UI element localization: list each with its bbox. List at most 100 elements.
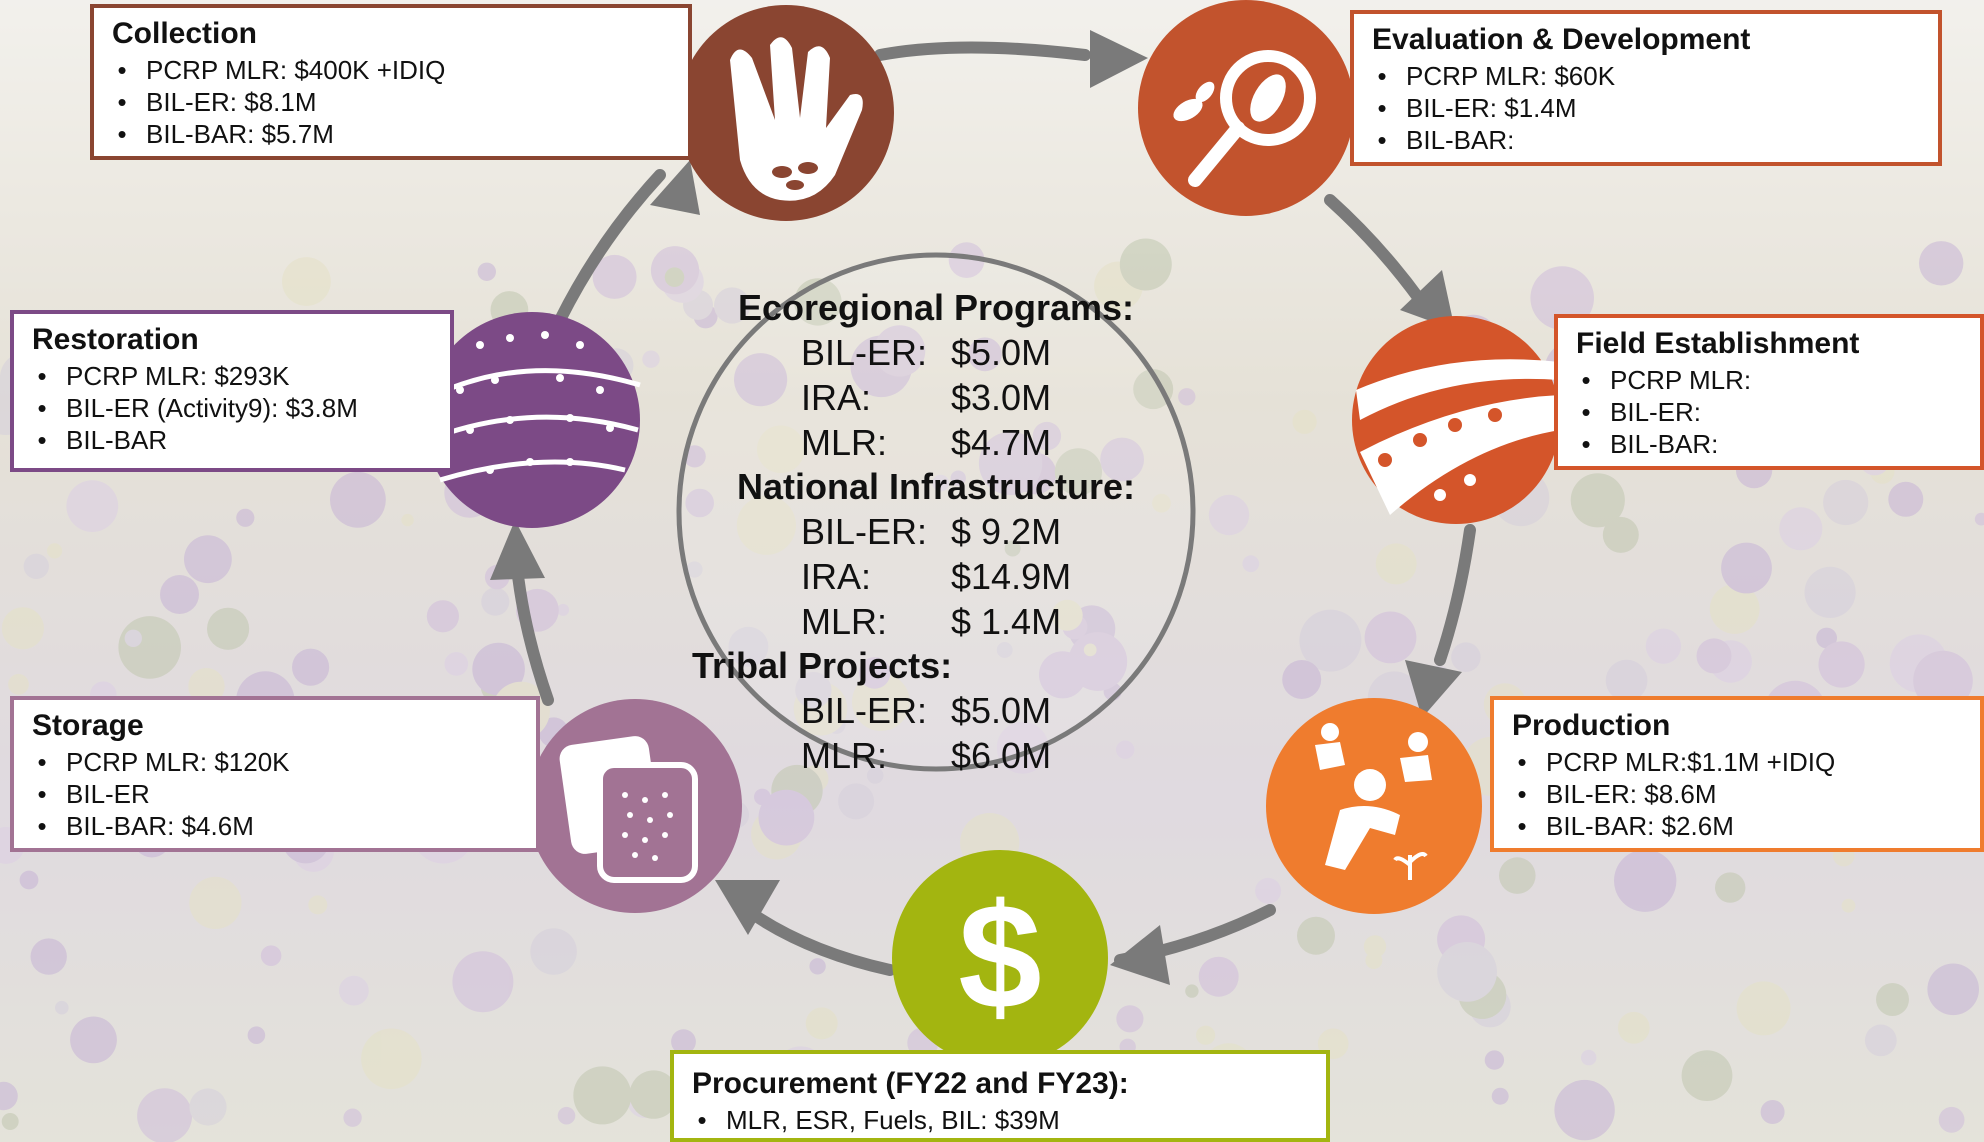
row-value: $5.0M xyxy=(951,332,1052,373)
ecoregional-row: IRA: $3.0M xyxy=(676,375,1196,420)
restoration-title: Restoration xyxy=(32,323,199,356)
procurement-list: MLR, ESR, Fuels, BIL: $39M xyxy=(692,1104,1308,1136)
flower-blob xyxy=(1696,638,1732,674)
row-label: MLR: xyxy=(801,422,888,463)
row-label: BIL-ER: xyxy=(801,690,928,731)
storage-list: PCRP MLR: $120K BIL-ER BIL-BAR: $4.6M xyxy=(32,746,518,842)
flower-blob xyxy=(19,870,39,890)
procurement-title: Procurement (FY22 and FY23): xyxy=(692,1067,1129,1100)
row-label: IRA: xyxy=(801,377,872,418)
flower-blob xyxy=(1292,409,1317,434)
flower-blob xyxy=(1721,542,1772,594)
production-item: BIL-ER: $8.6M xyxy=(1512,778,1962,810)
row-value: $14.9M xyxy=(951,556,1072,597)
production-box: Production PCRP MLR:$1.1M +IDIQ BIL-ER: … xyxy=(1490,696,1984,852)
flower-blob xyxy=(671,1029,696,1055)
flower-blob xyxy=(1375,543,1417,585)
flower-blob xyxy=(1530,266,1594,330)
flower-blob xyxy=(47,543,63,559)
flower-blob xyxy=(1602,516,1639,553)
flower-blob xyxy=(1818,641,1865,688)
production-title: Production xyxy=(1512,709,1671,742)
flower-blob xyxy=(247,1026,266,1044)
flower-blob xyxy=(1816,627,1837,649)
flower-blob xyxy=(1570,473,1625,528)
evaluation-title: Evaluation & Development xyxy=(1372,23,1751,56)
flower-blob xyxy=(530,928,577,975)
flower-blob xyxy=(0,1081,18,1111)
flower-blob xyxy=(292,648,330,686)
flower-blob xyxy=(1927,963,1979,1016)
flower-blob xyxy=(1198,956,1239,997)
flower-blob xyxy=(1974,512,1984,526)
flower-blob xyxy=(23,553,49,579)
flower-blob xyxy=(477,262,496,281)
procurement-box: Procurement (FY22 and FY23): MLR, ESR, F… xyxy=(670,1050,1330,1142)
flower-blob xyxy=(137,1088,193,1142)
row-label: MLR: xyxy=(801,735,888,776)
flower-blob xyxy=(1736,981,1791,1036)
ecoregional-heading: Ecoregional Programs: xyxy=(737,287,1135,328)
evaluation-box: Evaluation & Development PCRP MLR: $60K … xyxy=(1350,10,1942,166)
flower-blob xyxy=(1888,481,1924,517)
flower-blob xyxy=(1938,1106,1965,1133)
flower-blob xyxy=(1185,984,1199,998)
row-value: $ 1.4M xyxy=(951,601,1062,642)
flower-blob xyxy=(55,1000,69,1015)
field-establishment-box: Field Establishment PCRP MLR: BIL-ER: BI… xyxy=(1554,314,1984,470)
storage-item: BIL-BAR: $4.6M xyxy=(32,810,518,842)
national-row: MLR: $ 1.4M xyxy=(676,599,1196,644)
storage-item: BIL-ER xyxy=(32,778,518,810)
restoration-item: BIL-ER (Activity9): $3.8M xyxy=(32,392,432,424)
flower-blob xyxy=(236,508,255,527)
row-value: $6.0M xyxy=(951,735,1052,776)
storage-box: Storage PCRP MLR: $120K BIL-ER BIL-BAR: … xyxy=(10,696,540,852)
tribal-heading: Tribal Projects: xyxy=(692,645,953,686)
flower-blob xyxy=(1363,935,1387,958)
storage-title: Storage xyxy=(32,709,144,742)
flower-blob xyxy=(1823,479,1869,526)
restoration-item: PCRP MLR: $293K xyxy=(32,360,432,392)
flower-blob xyxy=(207,607,250,650)
flower-blob xyxy=(260,945,282,966)
production-list: PCRP MLR:$1.1M +IDIQ BIL-ER: $8.6M BIL-B… xyxy=(1512,746,1962,842)
flower-blob xyxy=(308,895,328,915)
national-heading: National Infrastructure: xyxy=(736,466,1136,507)
tribal-row: MLR: $6.0M xyxy=(676,733,1196,778)
flower-blob xyxy=(838,783,875,820)
flower-blob xyxy=(282,257,331,306)
collection-item: PCRP MLR: $400K +IDIQ xyxy=(112,54,670,86)
tribal-row: BIL-ER: $5.0M xyxy=(676,688,1196,733)
flower-blob xyxy=(1499,857,1536,894)
flower-blob xyxy=(8,673,29,695)
row-value: $4.7M xyxy=(951,422,1052,463)
flower-blob xyxy=(1554,1079,1615,1141)
flower-blob xyxy=(1242,555,1260,573)
evaluation-item: BIL-BAR: xyxy=(1372,124,1920,156)
flower-blob xyxy=(1208,494,1250,536)
flower-blob xyxy=(1,1113,19,1130)
flower-blob xyxy=(184,535,232,584)
row-value: $5.0M xyxy=(951,690,1052,731)
flower-blob xyxy=(1437,942,1497,1002)
collection-box: Collection PCRP MLR: $400K +IDIQ BIL-ER:… xyxy=(90,4,692,160)
restoration-item: BIL-BAR xyxy=(32,424,432,456)
flower-blob xyxy=(444,652,469,676)
collection-list: PCRP MLR: $400K +IDIQ BIL-ER: $8.1M BIL-… xyxy=(112,54,670,150)
row-label: BIL-ER: xyxy=(801,511,928,552)
flower-blob xyxy=(1913,650,1973,711)
procurement-item: MLR, ESR, Fuels, BIL: $39M xyxy=(692,1104,1308,1136)
field-list: PCRP MLR: BIL-ER: BIL-BAR: xyxy=(1576,364,1962,460)
flower-blob xyxy=(160,575,199,614)
flower-blob xyxy=(1364,611,1417,664)
row-label: IRA: xyxy=(801,556,872,597)
flower-blob xyxy=(1919,241,1964,286)
field-item: BIL-BAR: xyxy=(1576,428,1962,460)
flower-blob xyxy=(66,480,119,532)
national-row: BIL-ER: $ 9.2M xyxy=(676,509,1196,554)
storage-item: PCRP MLR: $120K xyxy=(32,746,518,778)
flower-blob xyxy=(1196,1025,1216,1045)
flower-blob xyxy=(124,629,142,647)
field-item: PCRP MLR: xyxy=(1576,364,1962,396)
flower-blob xyxy=(330,471,386,528)
